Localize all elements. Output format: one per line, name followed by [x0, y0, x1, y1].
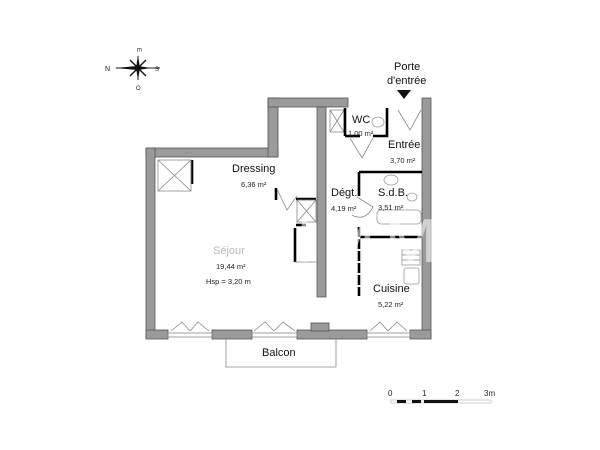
entrance-label-line2: d'entrée	[387, 75, 426, 87]
scale-tick-3: 3m	[484, 389, 495, 398]
room-sdb-area: 3,51 m²	[378, 203, 404, 212]
room-cuisine-name: Cuisine	[373, 283, 410, 295]
watermark: IMMA	[296, 207, 498, 276]
room-entree-area: 3,70 m²	[390, 156, 416, 165]
room-wc-name: WC	[352, 114, 370, 126]
room-sejour-name: Séjour	[213, 245, 245, 257]
room-balcon-name: Balcon	[262, 347, 296, 359]
room-wc-area: 1,00 m²	[348, 129, 374, 138]
scale-tick-1: 1	[422, 389, 427, 398]
room-entree-name: Entrée	[388, 139, 420, 151]
room-sejour-area: 19,44 m²	[216, 262, 246, 271]
room-dressing-name: Dressing	[232, 163, 275, 175]
compass-east: E	[135, 48, 141, 52]
compass-north: N	[105, 66, 110, 73]
scale-tick-2: 2	[455, 389, 460, 398]
room-dressing-area: 6,36 m²	[241, 180, 267, 189]
interior-partitions	[157, 108, 422, 296]
room-cuisine-area: 5,22 m²	[378, 300, 404, 309]
room-degt-area: 4,19 m²	[331, 204, 357, 213]
windows	[167, 321, 411, 338]
entrance-label-line1: Porte	[394, 61, 420, 73]
balcony	[225, 339, 337, 368]
scale-tick-0: 0	[388, 389, 393, 398]
exterior-walls	[145, 97, 432, 340]
scale-bar: 0 1 2 3m	[388, 389, 495, 404]
compass-west: O	[136, 86, 141, 92]
room-sdb-name: S.d.B.	[378, 187, 408, 199]
compass-south: S	[155, 67, 159, 73]
room-degt-name: Dégt.	[331, 187, 357, 199]
compass-rose-icon: N E S O	[105, 48, 160, 92]
room-sejour-height: Hsp = 3,20 m	[206, 277, 251, 286]
entrance-arrow-icon	[397, 90, 411, 99]
